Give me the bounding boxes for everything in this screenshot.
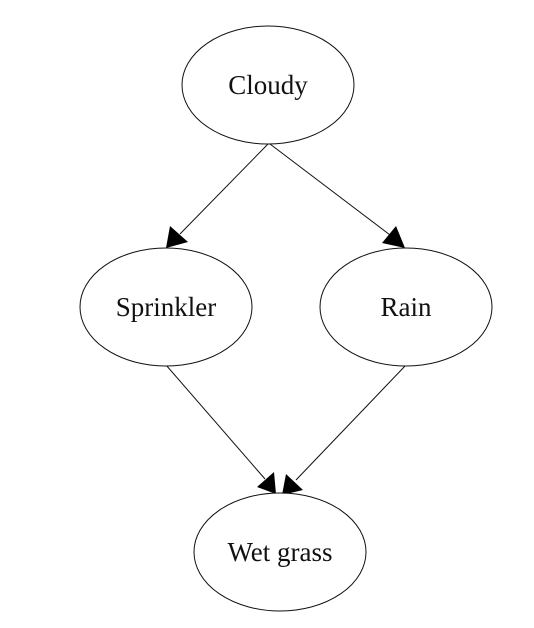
node-label-cloudy: Cloudy xyxy=(228,70,308,100)
node-cloudy: Cloudy xyxy=(181,25,355,145)
node-ellipse xyxy=(181,25,355,145)
arrowhead xyxy=(382,226,405,248)
node-label-wet-grass: Wet grass xyxy=(227,537,332,567)
arrowhead xyxy=(282,474,303,495)
edge-cloudy-sprinkler xyxy=(166,143,269,248)
node-wet-grass: Wet grass xyxy=(193,492,367,612)
edge-sprinkler-wet-grass xyxy=(165,364,276,494)
node-label-rain: Rain xyxy=(381,292,432,322)
node-ellipse xyxy=(79,247,253,367)
node-rain: Rain xyxy=(319,247,493,367)
edge-cloudy-rain xyxy=(269,143,405,248)
edge-rain-wet-grass xyxy=(282,364,407,495)
arrowhead xyxy=(166,226,188,248)
node-ellipse xyxy=(193,492,367,612)
node-ellipse xyxy=(319,247,493,367)
node-label-sprinkler: Sprinkler xyxy=(116,292,217,322)
node-sprinkler: Sprinkler xyxy=(79,247,253,367)
arrowhead xyxy=(257,472,276,494)
